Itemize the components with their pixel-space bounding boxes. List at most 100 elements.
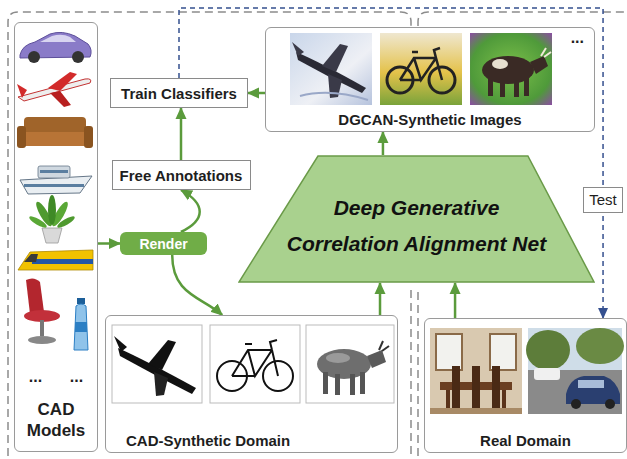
cad-plane-image-part <box>114 336 127 352</box>
trapezoid-outline <box>239 156 594 282</box>
flow-arrow <box>98 242 120 245</box>
real-street-image-part <box>578 380 604 388</box>
boat-icon-part <box>40 170 68 173</box>
train-icon-part <box>18 250 93 270</box>
plant-icon-part <box>28 214 48 229</box>
plant-icon-part <box>56 214 76 229</box>
dgcan-cow-image-part <box>492 59 508 69</box>
plane-icon-part <box>17 84 27 98</box>
domain-panel: Real Domain <box>424 318 627 453</box>
train-icon <box>18 250 93 270</box>
flow-arrow <box>248 92 265 95</box>
cad-bike-image-part <box>210 325 300 403</box>
cad-bike-image-part <box>232 340 278 376</box>
chair-icon-part <box>28 336 56 344</box>
sofa-icon <box>17 117 93 148</box>
dgcan-bike-image-part <box>380 33 462 105</box>
cad-cow-image-part <box>306 325 394 403</box>
node-text: ... <box>571 30 584 46</box>
node-text: ... <box>60 369 93 385</box>
cad-cow-image-part <box>379 341 389 351</box>
label-patch: Test <box>583 187 623 213</box>
plant-icon-part <box>48 195 56 225</box>
cad-plane-image <box>112 325 202 403</box>
dgcan-cow-image-part <box>470 33 552 105</box>
flow-arrow <box>172 255 222 315</box>
node-text: Deep Generative Correlation Alignment Ne… <box>276 190 558 261</box>
render-button: Render <box>120 232 207 255</box>
node-text: ... <box>19 369 52 385</box>
cad-cow-image-part <box>350 374 355 395</box>
real-dining-image-part <box>492 366 500 412</box>
plane-icon-part <box>48 72 77 91</box>
dgcan-bike-image <box>380 33 462 105</box>
region-outline-part <box>418 12 627 26</box>
boat-icon <box>20 166 92 194</box>
car-icon-part <box>40 35 76 42</box>
real-dining-image-part <box>430 408 522 414</box>
car-icon-part <box>72 51 84 63</box>
chair-icon-part <box>26 278 44 314</box>
boat-icon-part <box>38 166 70 178</box>
real-street-image-part <box>605 399 615 409</box>
node-text: Free Annotations <box>120 167 243 184</box>
plant-icon-part <box>42 228 62 243</box>
cad-plane-image-part <box>148 340 176 370</box>
real-dining-image <box>430 328 522 414</box>
cad-cow-image-part <box>367 350 386 368</box>
region-outline-part <box>410 290 412 456</box>
flow-arrow <box>382 132 385 155</box>
node-text: CAD Models <box>15 399 97 442</box>
region-outline-part <box>417 292 419 456</box>
dgcan-cow-image-part <box>500 80 505 97</box>
real-street-image-part <box>576 328 624 364</box>
bottle-icon-part <box>77 298 85 304</box>
cad-bike-image <box>210 325 300 403</box>
boat-icon-part <box>20 176 92 194</box>
real-dining-image-part <box>490 334 516 370</box>
dgcan-cow-image-part <box>530 56 548 74</box>
cad-plane-image-part <box>154 372 168 396</box>
bottle-icon-part <box>75 322 87 332</box>
network-trapezoid: Deep Generative Correlation Alignment Ne… <box>238 155 595 283</box>
image-panel: ... DGCAN-Synthetic Images <box>265 27 595 132</box>
cad-cow-image-part <box>323 372 328 394</box>
chair-icon <box>24 278 60 344</box>
cad-models-panel: ...... CAD Models <box>14 22 98 452</box>
cad-cow-image <box>306 325 394 403</box>
dgcan-plane-image-part <box>292 42 304 56</box>
cad-cow-image-part <box>360 372 365 394</box>
chair-icon-part <box>40 320 44 336</box>
cad-plane-image-part <box>112 325 202 403</box>
real-street-image <box>526 328 624 414</box>
dgcan-cow-image-part <box>524 78 529 96</box>
car-icon-part <box>28 51 40 63</box>
boat-icon-part <box>24 184 84 187</box>
real-dining-image-part <box>472 366 480 412</box>
dgcan-bike-image-part <box>400 48 442 80</box>
cad-cow-image-part <box>335 374 340 395</box>
dgcan-plane-image <box>290 33 372 105</box>
train-icon-part <box>32 259 93 264</box>
dgcan-cow-image <box>470 33 552 105</box>
plane-icon-part <box>18 79 91 101</box>
car-icon <box>20 32 91 63</box>
domain-panel: CAD-Synthetic Domain <box>105 315 398 453</box>
bottle-icon-part <box>74 304 88 350</box>
edge-label: Test <box>589 191 617 208</box>
dgcan-cow-image-part <box>514 80 519 97</box>
dgcan-plane-image-part <box>300 93 368 100</box>
node-text: Train Classifiers <box>121 85 237 102</box>
train-icon-part <box>24 254 38 262</box>
node-text: Render <box>139 236 187 252</box>
sofa-icon-part <box>20 132 90 146</box>
dgcan-cow-image-part <box>541 48 551 57</box>
node-text: Real Domain <box>480 432 571 449</box>
process-box: Train Classifiers <box>110 78 248 108</box>
real-street-image-part <box>571 399 581 409</box>
real-dining-image-part <box>430 328 522 414</box>
flow-arrow <box>454 283 457 318</box>
node-text: DGCAN-Synthetic Images <box>338 111 521 128</box>
dgcan-plane-image-part <box>322 44 348 72</box>
